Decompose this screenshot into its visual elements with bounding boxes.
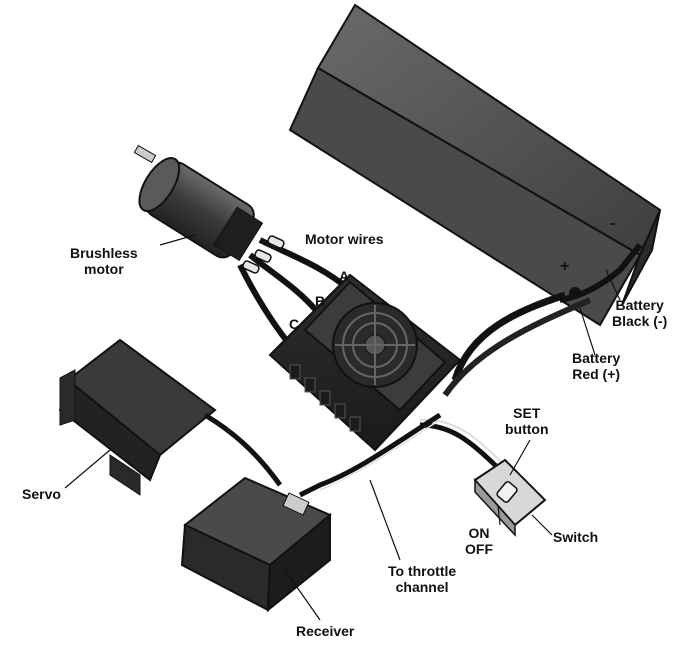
esc-unit xyxy=(268,273,462,452)
label-switch: Switch xyxy=(553,529,599,545)
switch-wire xyxy=(419,422,502,472)
label-servo: Servo xyxy=(22,486,61,502)
label-brushless-motor: Brushless motor xyxy=(70,245,138,277)
bullet-connectors xyxy=(242,235,285,274)
label-on: ON xyxy=(468,525,490,541)
brushless-motor xyxy=(138,157,264,262)
label-battery-black-line1: Battery xyxy=(615,297,664,313)
label-battery-black: Battery Black (-) xyxy=(612,297,667,329)
label-battery-plus: + xyxy=(560,258,570,275)
battery-pack xyxy=(288,3,662,327)
label-to-throttle: To throttle channel xyxy=(388,563,456,595)
motor-wires xyxy=(237,237,352,347)
label-battery-red-line2: Red (+) xyxy=(572,366,621,382)
label-to-throttle-line2: channel xyxy=(395,579,449,595)
receiver-unit xyxy=(180,476,332,613)
label-brushless-motor-line1: Brushless xyxy=(70,245,138,261)
label-receiver: Receiver xyxy=(296,623,355,639)
label-motor-wires: Motor wires xyxy=(305,231,384,247)
label-wire-b: B xyxy=(315,293,326,309)
label-battery-red-line1: Battery xyxy=(572,350,621,366)
fan-icon xyxy=(332,302,418,388)
leader-lines xyxy=(64,234,621,621)
label-to-throttle-line1: To throttle xyxy=(388,563,457,579)
servo-lead xyxy=(203,412,283,487)
set-button-icon xyxy=(496,481,518,503)
motor-shaft xyxy=(133,144,157,164)
label-set-button-line1: SET xyxy=(513,405,541,421)
label-brushless-motor-line2: motor xyxy=(84,261,124,277)
label-battery-red: Battery Red (+) xyxy=(572,350,620,382)
label-on-off: ON OFF xyxy=(465,525,493,557)
label-wire-a: A xyxy=(339,268,350,284)
battery-wire-red xyxy=(451,291,567,382)
throttle-lead xyxy=(298,412,442,498)
label-set-button: SET button xyxy=(505,405,549,437)
label-off: OFF xyxy=(465,541,493,557)
label-battery-black-line2: Black (-) xyxy=(612,313,668,329)
battery-wire-black xyxy=(442,297,592,397)
label-battery-minus: - xyxy=(610,215,616,232)
label-wire-c: C xyxy=(289,316,300,332)
label-set-button-line2: button xyxy=(505,421,549,437)
switch-unit xyxy=(473,458,547,537)
servo-unit xyxy=(58,338,217,496)
